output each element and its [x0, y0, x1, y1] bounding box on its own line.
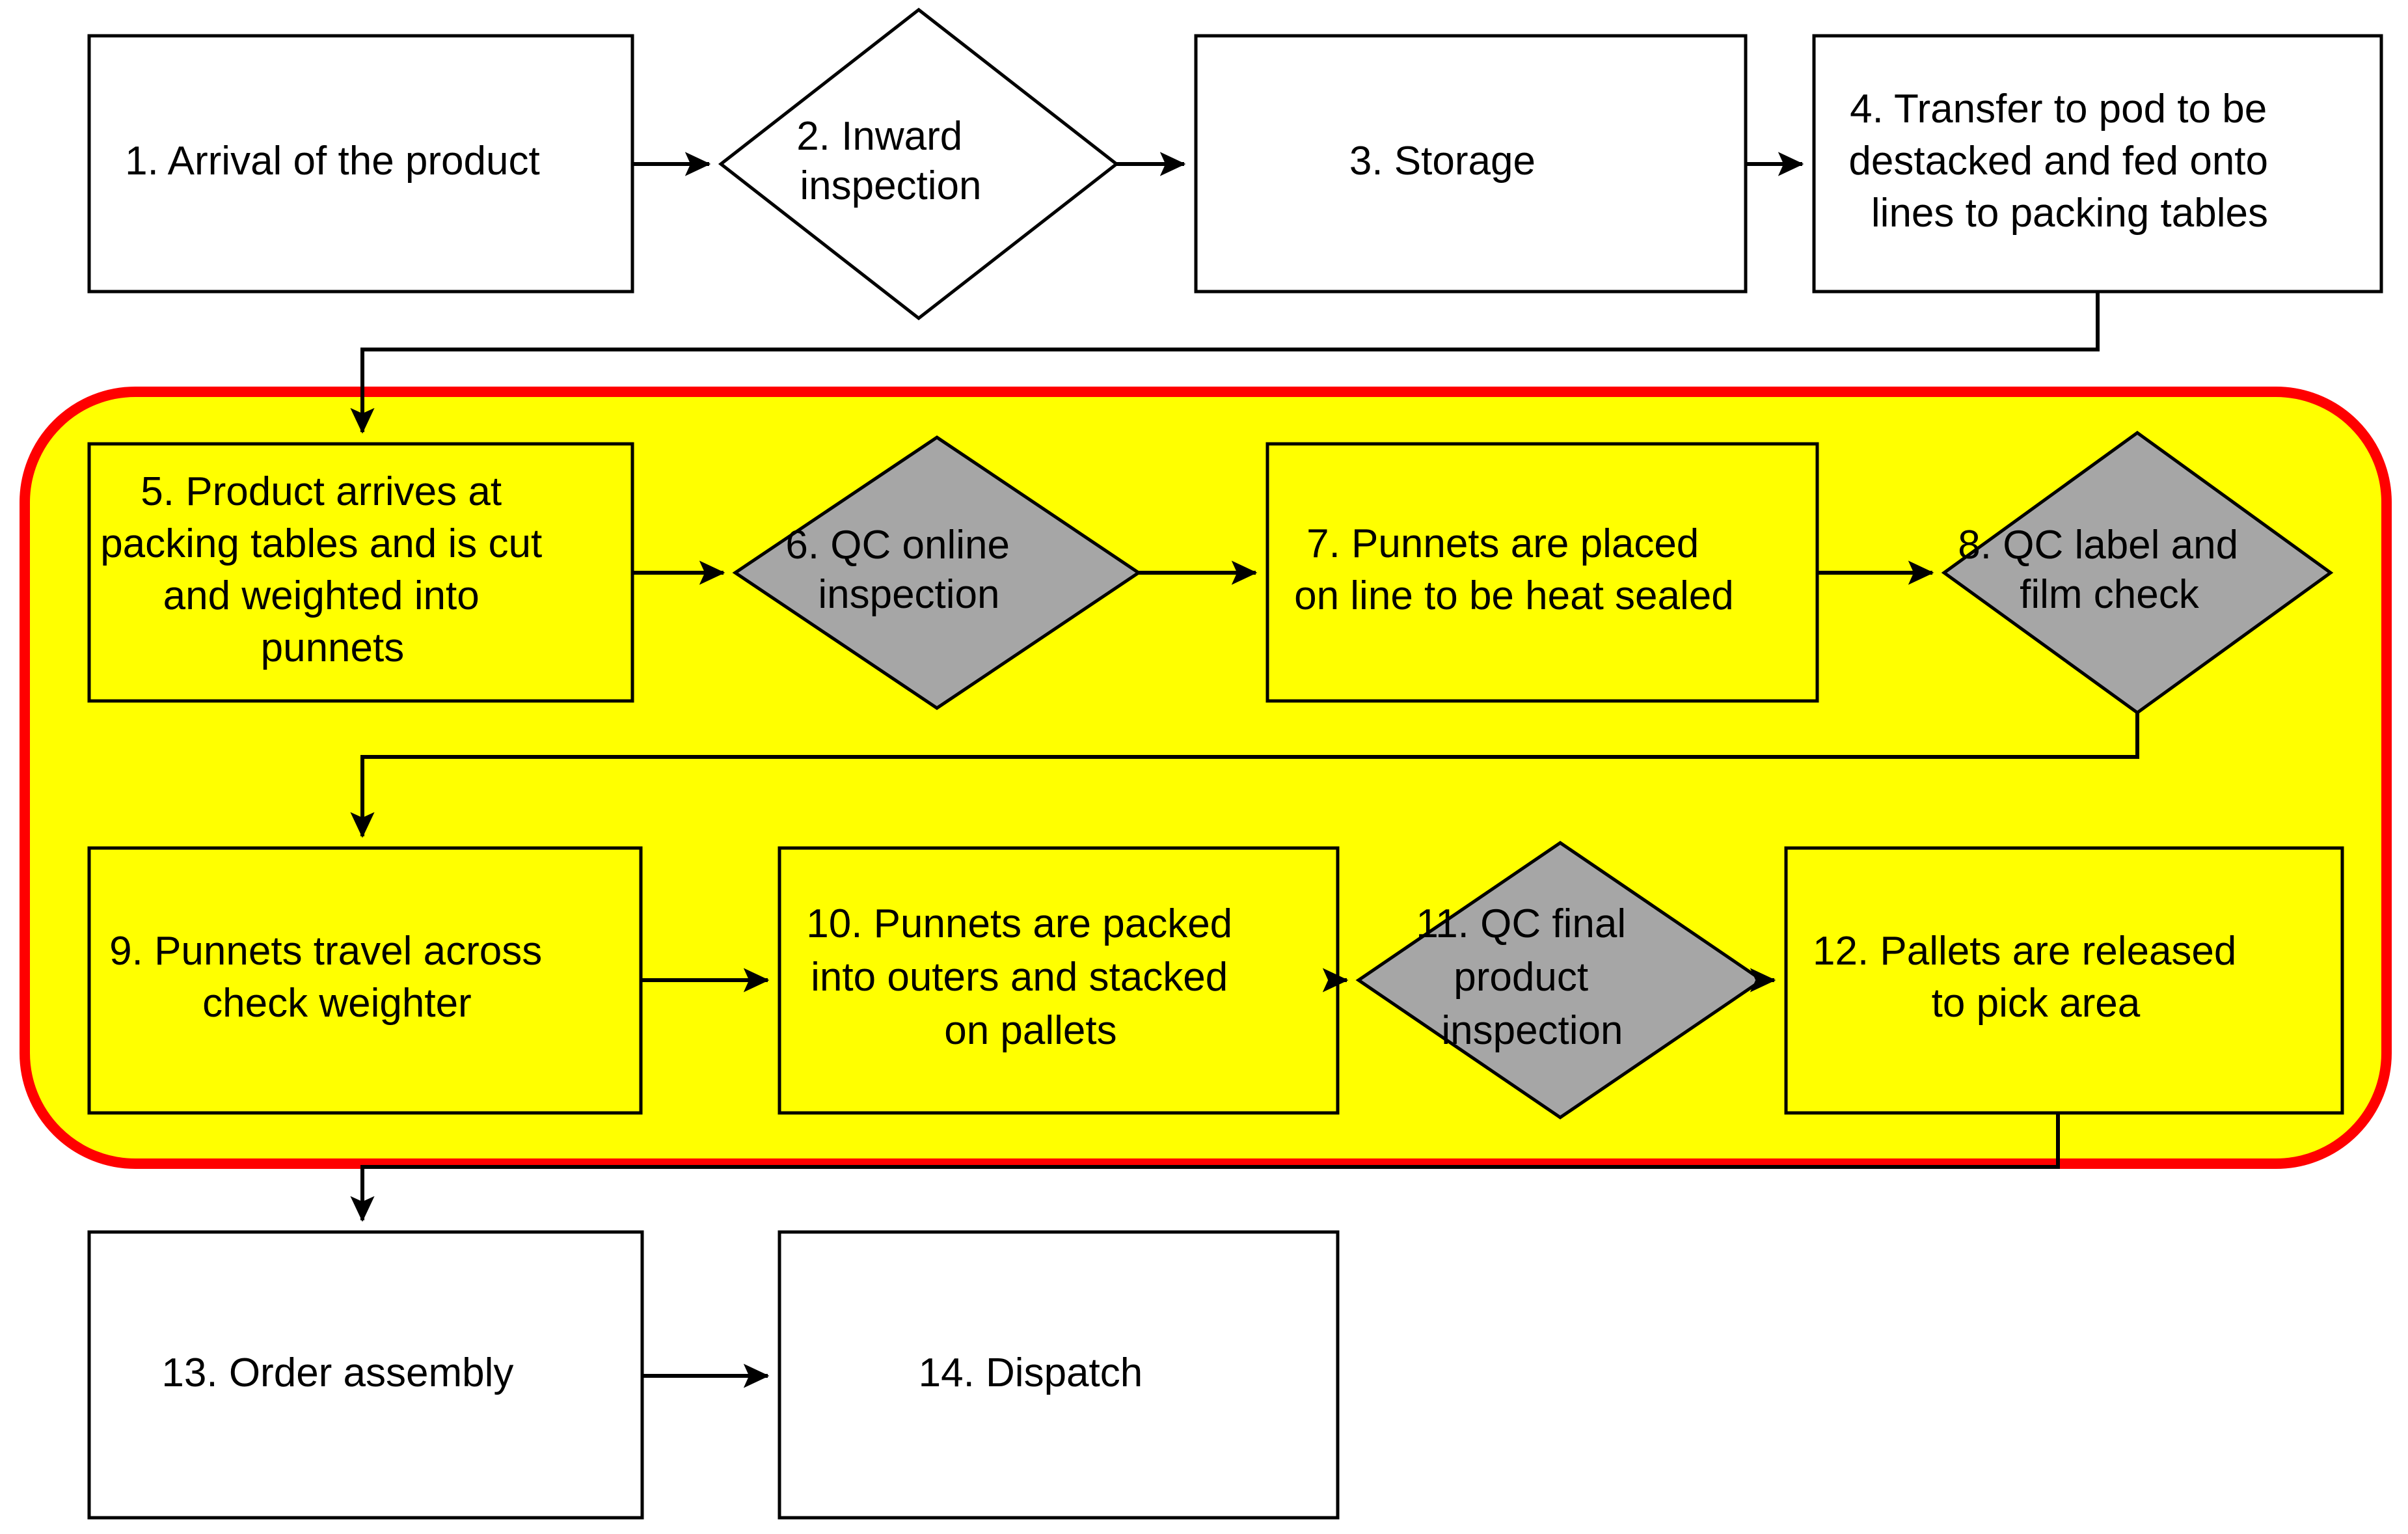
node-5-label: 5. Product arrives at packing tables and… — [100, 469, 621, 670]
node-14-dispatch[interactable] — [778, 1230, 1340, 1520]
node-12-label: 12. Pallets are released to pick area — [1813, 929, 2315, 1026]
node-7-punnets-placed-on-line[interactable] — [1265, 442, 1819, 703]
node-1-label: 1. Arrival of the product — [125, 139, 596, 184]
node-6-qc-online-inspection[interactable] — [732, 435, 1142, 711]
node-5-product-arrives-at-packing-tables[interactable] — [87, 442, 634, 703]
node-11-label: 11. QC final product inspection — [1416, 901, 1704, 1053]
node-13-order-assembly[interactable] — [87, 1230, 644, 1520]
node-3-label: 3. Storage — [1349, 139, 1591, 184]
node-11-qc-final-product-inspection[interactable] — [1355, 840, 1765, 1120]
node-9-label: 9. Punnets travel across check weighter — [109, 929, 621, 1026]
node-4-label: 4. Transfer to pod to be destacked and f… — [1848, 87, 2346, 236]
node-3-storage[interactable] — [1194, 34, 1748, 294]
node-7-label: 7. Punnets are placed on line to be heat… — [1294, 521, 1790, 618]
node-12-pallets-released-to-pick-area[interactable] — [1784, 846, 2344, 1115]
node-10-punnets-packed-into-outers[interactable] — [778, 846, 1340, 1115]
edge-8-to-9 — [350, 713, 2139, 838]
node-13-label: 13. Order assembly — [161, 1350, 569, 1395]
node-9-punnets-travel-across-check-weighter[interactable] — [87, 846, 643, 1115]
node-8-label: 8. QC label and film check — [1958, 523, 2316, 617]
node-14-label: 14. Dispatch — [919, 1350, 1199, 1395]
node-6-label: 6. QC online inspection — [785, 523, 1088, 617]
node-2-label: 2. Inward inspection — [796, 114, 1041, 208]
node-1-arrival-of-the-product[interactable] — [87, 34, 634, 294]
node-10-label: 10. Punnets are packed into outers and s… — [806, 901, 1311, 1053]
node-2-inward-inspection[interactable] — [718, 7, 1120, 321]
edge-12-to-13 — [350, 1113, 2060, 1222]
edge-4-to-5 — [350, 292, 2100, 434]
